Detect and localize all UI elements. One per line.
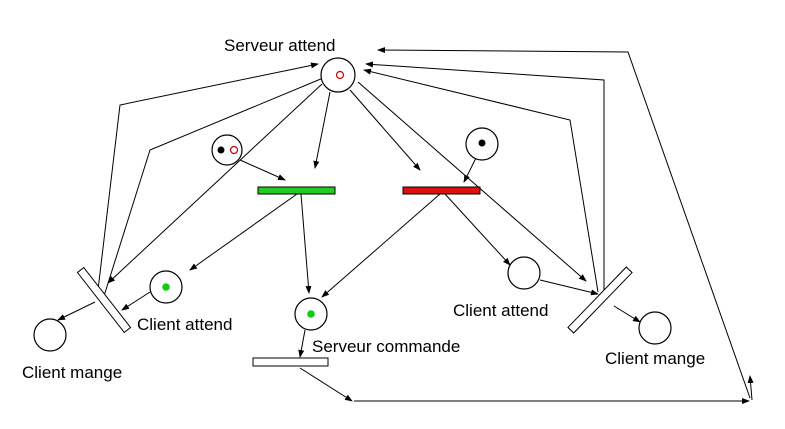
token-black	[478, 139, 486, 147]
transitions	[76, 186, 633, 367]
arc-client-attend-to-left-bar	[121, 291, 151, 311]
place-client-eats-left	[33, 318, 67, 352]
token-green	[307, 310, 315, 318]
place-client-eats-right	[638, 311, 672, 345]
arc-server-order-to-bar	[298, 329, 306, 358]
arc-left-bar-return-2	[103, 75, 329, 297]
arc-right-bar-to-client-eats	[613, 305, 641, 323]
arc-red-to-server-order	[321, 193, 441, 298]
token-green	[162, 283, 170, 291]
arc-right-bar-return-2	[365, 61, 605, 290]
arc-server-to-red	[349, 89, 421, 171]
arc-red-to-client-attend-right	[444, 193, 511, 266]
token-hollow-red	[229, 145, 239, 155]
arc-token-place-to-red	[463, 157, 477, 183]
label-client-waits-left: Client attend	[137, 315, 232, 334]
place-resource-left	[211, 134, 243, 166]
place-server-waits	[320, 57, 356, 93]
arc-order-bar-to-loop	[299, 367, 353, 402]
arcs	[57, 47, 754, 404]
arc-right-bar-return	[363, 68, 599, 293]
transition-bar-right-diagonal	[567, 266, 633, 334]
label-client-eats-left: Client mange	[22, 363, 122, 382]
transition-bar-left-diagonal	[76, 266, 132, 334]
arc-loop-to-server-waits	[377, 47, 751, 399]
arc-left-bar-return	[97, 62, 319, 291]
arc-green-to-server-order	[300, 193, 312, 294]
label-server-waits: Serveur attend	[224, 36, 336, 55]
transition-bar-red	[402, 186, 481, 195]
transition-bar-green	[257, 186, 336, 195]
arc-left-bar-to-client-eats	[57, 301, 96, 321]
labels: Serveur attend Client attend Client atte…	[22, 36, 705, 382]
arc-client-attend-right-to-right-bar	[539, 279, 599, 296]
token-hollow-red	[335, 70, 345, 80]
label-client-waits-right: Client attend	[453, 301, 548, 320]
transition-bar-server-order	[252, 357, 329, 367]
token-black	[217, 146, 225, 154]
arc-loop-up	[747, 375, 754, 401]
arc-server-to-right-bar	[357, 81, 587, 282]
place-client-waits-right	[507, 256, 541, 290]
arc-server-to-left-bar	[107, 83, 323, 284]
label-server-orders: Serveur commande	[312, 337, 460, 356]
label-client-eats-right: Client mange	[605, 349, 705, 368]
arc-token-place-to-green	[239, 159, 286, 181]
places	[33, 57, 672, 352]
arc-green-to-client-attend	[189, 193, 298, 271]
arc-server-to-green	[313, 91, 331, 169]
